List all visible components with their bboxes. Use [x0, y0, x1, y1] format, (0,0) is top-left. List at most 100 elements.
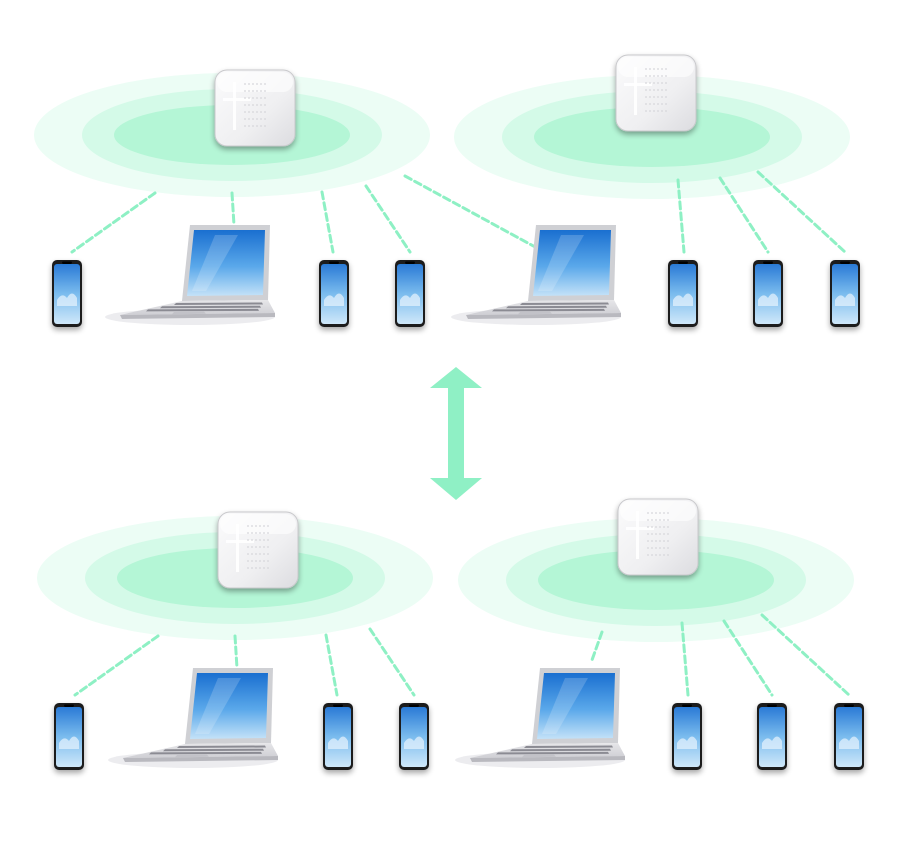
access-point-logo — [626, 527, 654, 530]
phone-screen — [54, 264, 80, 324]
access-point-vent-dot — [647, 540, 649, 542]
access-point-vent-dot — [244, 90, 246, 92]
access-point-vent-dot — [657, 96, 659, 98]
wireless-link — [403, 174, 539, 250]
access-point-vent-dot — [248, 83, 250, 85]
access-point-vent-dot — [661, 89, 663, 91]
access-point-logo — [233, 82, 236, 130]
access-point-vent-dot — [260, 125, 262, 127]
access-point-vent-dot — [665, 96, 667, 98]
access-point-vent-dot — [655, 547, 657, 549]
wireless-link — [324, 633, 339, 697]
access-point-vent-dot — [655, 512, 657, 514]
wireless-link — [756, 170, 847, 254]
smartphone-icon — [323, 703, 353, 770]
laptop-icon — [105, 225, 275, 325]
access-point-vent-dot — [659, 512, 661, 514]
double-headed-arrow-icon — [430, 367, 482, 500]
phone-notch — [678, 261, 688, 264]
access-point-vent-dot — [247, 532, 249, 534]
laptop-screen — [537, 673, 615, 739]
laptop-base-edge — [466, 313, 621, 319]
access-point-vent-dot — [255, 546, 257, 548]
wireless-link — [718, 176, 770, 254]
access-point-vent-dot — [251, 553, 253, 555]
laptop-keyboard-row — [496, 751, 609, 755]
access-point-vent-dot — [255, 525, 257, 527]
access-point-vent-dot — [260, 111, 262, 113]
access-point-vent-dot — [248, 97, 250, 99]
access-point-vent-dot — [651, 547, 653, 549]
access-point-vent-dot — [667, 533, 669, 535]
phone-screen — [674, 707, 700, 767]
laptop-keyboard-row — [510, 748, 611, 752]
access-point-vent-dot — [649, 68, 651, 70]
smartphone-icon — [757, 703, 787, 770]
laptop-icon — [108, 668, 278, 768]
phone-screen — [56, 707, 82, 767]
smartphone-icon — [319, 260, 349, 327]
wireless-link — [676, 178, 686, 254]
laptop-screen-glare — [192, 235, 238, 291]
access-point-vent-dot — [651, 519, 653, 521]
access-point-vent-dot — [259, 567, 261, 569]
access-point-vent-dot — [649, 75, 651, 77]
laptop-icon — [451, 225, 621, 325]
access-point-vent-dot — [657, 103, 659, 105]
access-point-vent-dot — [661, 110, 663, 112]
access-point-vent-dot — [259, 560, 261, 562]
phone-notch — [409, 704, 419, 707]
laptop-icon — [455, 668, 625, 768]
smartphone-icon — [834, 703, 864, 770]
access-points-layer — [214, 54, 699, 589]
access-point-vent-dot — [247, 567, 249, 569]
phone-wallpaper-cloud — [324, 293, 344, 306]
access-point-vent-dot — [655, 519, 657, 521]
access-point-vent-dot — [260, 118, 262, 120]
access-point-vent-dot — [255, 539, 257, 541]
smartphone-icon — [399, 703, 429, 770]
phone-wallpaper-cloud — [59, 736, 79, 749]
access-point-vent-dot — [665, 82, 667, 84]
access-point-vent-dot — [659, 533, 661, 535]
access-point-vent-dot — [255, 560, 257, 562]
access-point-vent-dot — [267, 539, 269, 541]
laptop-keyboard-row — [506, 305, 607, 309]
access-point-vent-dot — [655, 554, 657, 556]
access-point-vent-dot — [667, 554, 669, 556]
phone-screen — [755, 264, 781, 324]
wireless-link — [320, 190, 335, 254]
phone-wallpaper-cloud — [839, 736, 859, 749]
access-point-vent-dot — [657, 89, 659, 91]
access-point-vent-dot — [263, 532, 265, 534]
smartphone-icon — [54, 703, 84, 770]
wireless-link — [760, 613, 851, 697]
access-point-vent-dot — [651, 540, 653, 542]
phone-screen — [759, 707, 785, 767]
coverage-area — [458, 518, 854, 642]
access-point-vent-dot — [267, 525, 269, 527]
access-point-vent-dot — [657, 68, 659, 70]
phone-wallpaper-cloud — [762, 736, 782, 749]
access-point-vent-dot — [251, 560, 253, 562]
laptop-trackpad — [172, 311, 206, 315]
access-point-vent-dot — [256, 111, 258, 113]
access-point-vent-dot — [645, 96, 647, 98]
phone-screen — [832, 264, 858, 324]
access-point-vent-dot — [248, 90, 250, 92]
access-point-vent-dot — [267, 546, 269, 548]
access-point-vent-dot — [661, 68, 663, 70]
wireless-link — [233, 634, 239, 670]
access-point-vent-dot — [247, 525, 249, 527]
laptop-base-edge — [123, 756, 278, 762]
access-point-vent-dot — [252, 125, 254, 127]
access-point-vent-dot — [651, 554, 653, 556]
access-point-vent-dot — [661, 75, 663, 77]
access-point-vent-dot — [655, 526, 657, 528]
laptop-keyboard-row — [492, 308, 605, 312]
access-point-vent-dot — [264, 125, 266, 127]
access-point-vent-dot — [260, 104, 262, 106]
access-point-vent-dot — [647, 512, 649, 514]
access-point-highlight — [620, 501, 696, 521]
phone-notch — [763, 261, 773, 264]
